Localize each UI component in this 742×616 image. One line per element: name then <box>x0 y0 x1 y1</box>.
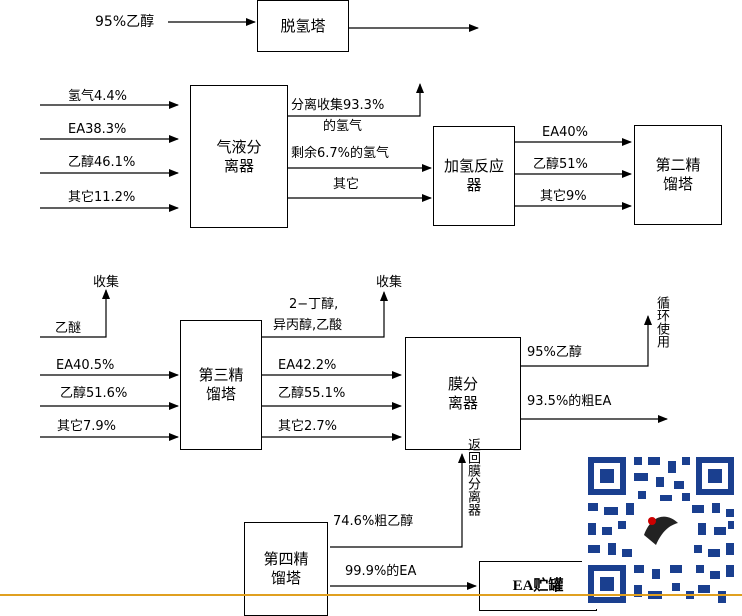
dehydrogenation-tower: 脱氢塔 <box>257 0 349 52</box>
qr-code-image <box>582 451 740 609</box>
label-in-h2: 氢气4.4% <box>68 89 128 104</box>
label-sep-collect-2: 的氢气 <box>323 119 363 134</box>
label-byprod-2: 异丙醇,乙酸 <box>273 318 343 333</box>
ea-storage-tank: EA贮罐 <box>479 561 597 611</box>
membrane-separator: 膜分离器 <box>405 337 521 450</box>
arrow-return-membrane <box>330 453 466 548</box>
label-sep-other: 其它 <box>333 177 360 192</box>
hydrogenation-reactor: 加氢反应器 <box>433 126 515 226</box>
label-collect-byprod: 收集 <box>376 275 403 290</box>
label-c3-in-ea: EA40.5% <box>56 358 115 373</box>
label-hy-etoh: 乙醇51% <box>533 157 588 172</box>
label-collect-ether: 收集 <box>93 275 120 290</box>
label-remain-h2: 剩余6.7%的氢气 <box>291 146 390 161</box>
label-feed-ethanol: 95%乙醇 <box>95 14 155 30</box>
arrow-byprod-collect <box>262 291 388 338</box>
arrow-h2-collect <box>288 83 424 117</box>
label-mem-etoh: 95%乙醇 <box>527 345 582 360</box>
label-in-other: 其它11.2% <box>68 190 136 205</box>
label-c3-out-etoh: 乙醇55.1% <box>278 386 346 401</box>
label-crude-ea: 93.5%的粗EA <box>527 394 612 409</box>
label-ether: 乙醚 <box>55 321 82 336</box>
bottom-divider <box>0 594 742 596</box>
third-distillation-column: 第三精馏塔 <box>180 320 262 450</box>
gas-liquid-separator: 气液分离器 <box>190 85 288 228</box>
label-hy-ea: EA40% <box>542 125 589 140</box>
second-distillation-column: 第二精馏塔 <box>634 125 722 225</box>
fourth-distillation-column: 第四精馏塔 <box>244 522 328 616</box>
label-crude-etoh: 74.6%粗乙醇 <box>333 514 414 529</box>
label-pure-ea: 99.9%的EA <box>345 564 417 579</box>
arrow-ether-collect <box>40 289 110 338</box>
label-in-etoh: 乙醇46.1% <box>68 155 136 170</box>
label-sep-collect-1: 分离收集93.3% <box>291 98 385 113</box>
arrow-recycle <box>521 315 652 367</box>
label-c3-out-ea: EA42.2% <box>278 358 337 373</box>
label-recycle: 循环使用 <box>654 296 669 348</box>
label-byprod-1: 2−丁醇, <box>289 297 339 312</box>
label-c3-out-other: 其它2.7% <box>278 419 338 434</box>
label-return-membrane: 返回膜分离器 <box>465 438 480 516</box>
label-in-ea: EA38.3% <box>68 122 127 137</box>
label-hy-other: 其它9% <box>540 189 587 204</box>
label-c3-in-etoh: 乙醇51.6% <box>60 386 128 401</box>
label-c3-in-other: 其它7.9% <box>57 419 117 434</box>
